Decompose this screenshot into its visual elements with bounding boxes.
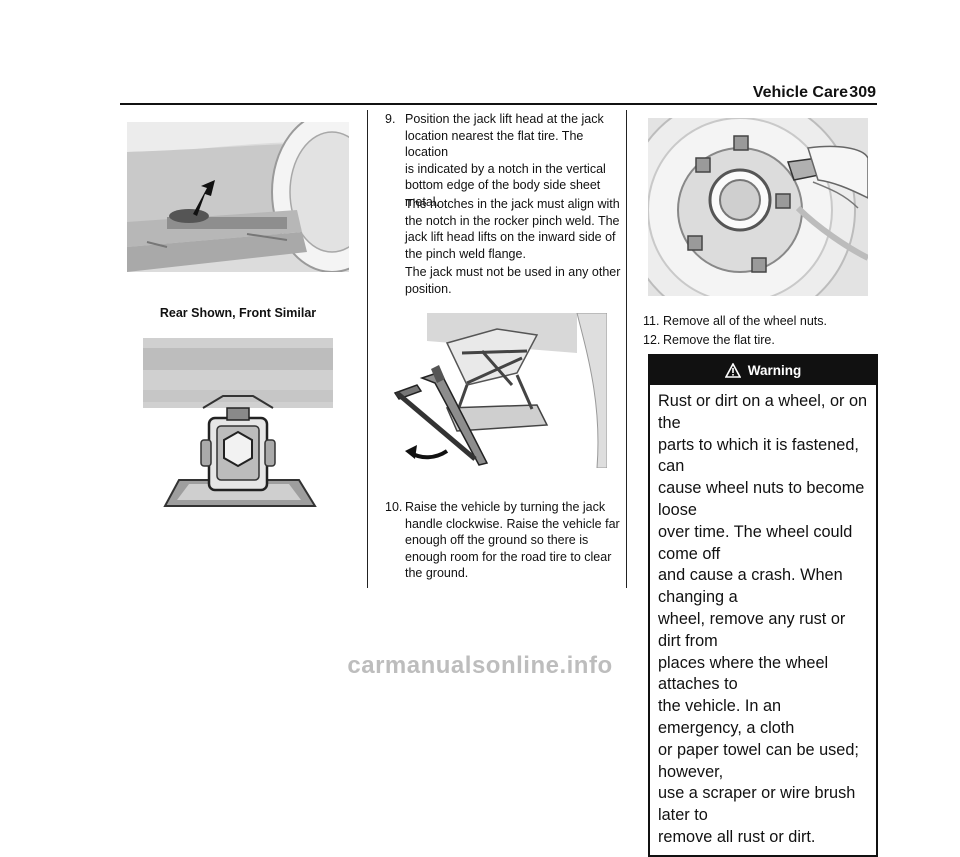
step-12: 12. Remove the flat tire. (643, 332, 883, 349)
step-10-line: enough room for the road tire to clear (405, 549, 612, 564)
step-9-line: is indicated by a notch in the vertical (405, 161, 606, 176)
figure-scissor-jack (387, 312, 608, 469)
warning-box: Warning Rust or dirt on a wheel, or on t… (648, 354, 878, 857)
warning-line: cause wheel nuts to become loose (658, 479, 865, 519)
warning-line: and cause a crash. When changing a (658, 566, 843, 607)
warning-title: Warning (747, 363, 802, 378)
header-rule (120, 103, 877, 105)
warning-line: wheel, remove any rust or dirt from (658, 609, 846, 650)
para1-line: The notches in the jack must align with (405, 197, 620, 211)
step-10-line: Raise the vehicle by turning the jack (405, 500, 606, 514)
warning-header: Warning (650, 356, 876, 385)
step-10-line: handle clockwise. Raise the vehicle far (405, 516, 620, 531)
step-11-number: 11. (643, 314, 660, 328)
step-9: 9. Position the jack lift head at the ja… (385, 111, 625, 210)
warning-line: or paper towel can be used; however, (658, 740, 859, 781)
header-section-title: Vehicle Care (752, 84, 848, 101)
watermark: carmanualsonline.info (347, 652, 613, 679)
figure-jack-head (143, 338, 333, 523)
step-9-number: 9. (385, 112, 396, 126)
warning-line: parts to which it is fastened, can (658, 435, 859, 476)
figure1-caption: Rear Shown, Front Similar (159, 306, 317, 320)
para1-line: jack lift head lifts on the inward side … (405, 230, 616, 244)
step-12-number: 12. (643, 333, 661, 347)
warning-line: remove all rust or dirt. (658, 827, 816, 846)
warning-line: use a scraper or wire brush later to (658, 784, 856, 825)
step-9-line: bottom edge of the body side sheet (405, 178, 601, 192)
paragraph-notch-alignment: The notches in the jack must align with … (405, 196, 625, 262)
column-divider-right (626, 110, 627, 588)
scissor-jack-illustration (387, 312, 608, 469)
jacking-point-illustration (127, 111, 393, 273)
figure-jacking-point (127, 111, 393, 273)
step-10: 10. Raise the vehicle by turning the jac… (385, 499, 625, 582)
step-12-text: Remove the flat tire. (663, 333, 775, 347)
warning-triangle-icon (724, 363, 741, 378)
para2-line: position. (405, 281, 452, 296)
step-11: 11. Remove all of the wheel nuts. (643, 313, 883, 330)
step-11-text: Remove all of the wheel nuts. (663, 314, 827, 328)
step-9-line: metal. (405, 194, 440, 209)
para1-line: the notch in the rocker pinch weld. The (405, 213, 620, 228)
page-number: 309 (849, 84, 876, 101)
figure-wheel-nuts (624, 94, 870, 326)
para1-line: the pinch weld flange. (405, 246, 526, 261)
warning-line: over time. The wheel could come off (658, 522, 853, 563)
step-9-line: Position the jack lift head at the jack (405, 112, 604, 126)
step-10-line: the ground. (405, 566, 469, 580)
warning-line: the vehicle. In an emergency, a cloth (658, 697, 795, 737)
step-10-number: 10. (385, 500, 403, 514)
warning-line: Rust or dirt on a wheel, or on the (658, 392, 868, 432)
warning-body: Rust or dirt on a wheel, or on the parts… (650, 385, 876, 855)
para2-line: The jack must not be used in any other (405, 265, 621, 279)
jack-head-illustration (143, 338, 333, 507)
column-divider-left (367, 110, 368, 588)
step-10-line: enough off the ground so there is (405, 533, 589, 547)
step-9-line: location nearest the flat tire. The loca… (405, 128, 584, 160)
wheel-nuts-illustration (624, 94, 870, 326)
paragraph-jack-position: The jack must not be used in any other p… (405, 264, 625, 297)
